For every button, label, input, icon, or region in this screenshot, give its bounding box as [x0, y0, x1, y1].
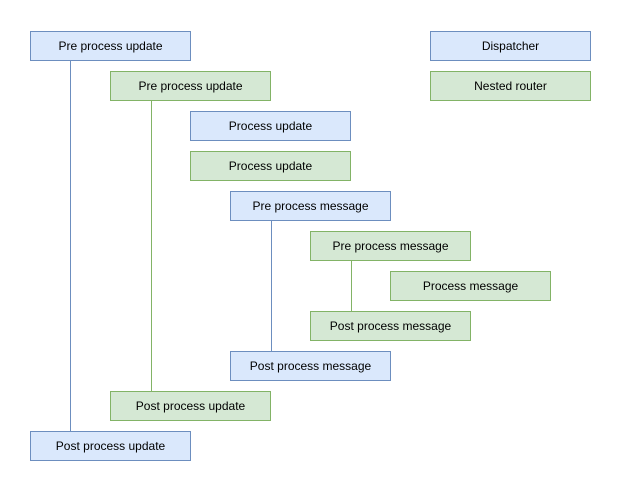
diagram-node[interactable]: Post process update — [110, 391, 271, 421]
diagram-node-label: Process update — [228, 159, 313, 173]
legend-item-label: Nested router — [474, 79, 547, 93]
connector-line — [151, 101, 152, 391]
diagram-node[interactable]: Process update — [190, 151, 351, 181]
diagram-node-label: Pre process update — [138, 79, 243, 93]
diagram-node[interactable]: Pre process update — [30, 31, 191, 61]
diagram-node-label: Pre process message — [332, 239, 449, 253]
diagram-node-label: Post process message — [329, 319, 452, 333]
diagram-node-label: Post process message — [249, 359, 372, 373]
legend-item-label: Dispatcher — [481, 39, 540, 53]
diagram-node[interactable]: Post process message — [230, 351, 391, 381]
connector-line — [351, 261, 352, 311]
diagram-node-label: Post process update — [135, 399, 246, 413]
diagram-node-label: Pre process message — [252, 199, 369, 213]
diagram-node[interactable]: Pre process message — [310, 231, 471, 261]
diagram-node[interactable]: Pre process message — [230, 191, 391, 221]
connector-line — [271, 221, 272, 351]
diagram-node[interactable]: Process message — [390, 271, 551, 301]
diagram-node-label: Post process update — [55, 439, 166, 453]
diagram-node-label: Process message — [422, 279, 519, 293]
legend-item-router[interactable]: Nested router — [430, 71, 591, 101]
diagram-node[interactable]: Post process message — [310, 311, 471, 341]
diagram-node[interactable]: Process update — [190, 111, 351, 141]
legend-item-dispatcher[interactable]: Dispatcher — [430, 31, 591, 61]
diagram-node[interactable]: Post process update — [30, 431, 191, 461]
diagram-node-label: Process update — [228, 119, 313, 133]
diagram-node[interactable]: Pre process update — [110, 71, 271, 101]
diagram-node-label: Pre process update — [58, 39, 163, 53]
connector-line — [70, 61, 71, 431]
